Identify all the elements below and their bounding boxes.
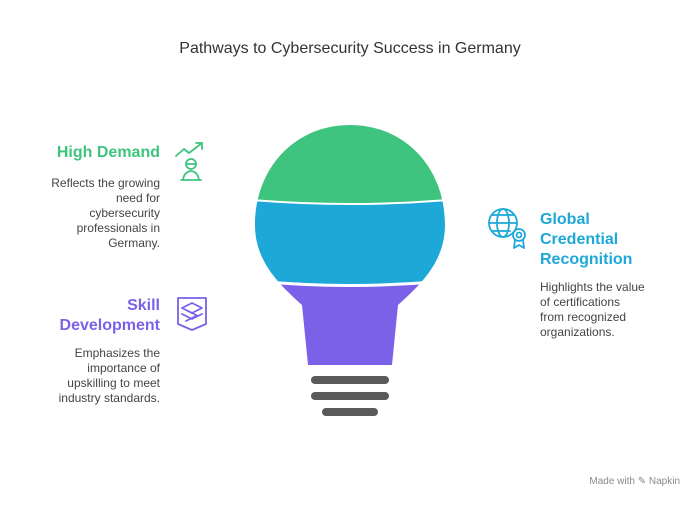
high-demand-description: Reflects the growing need for cybersecur… [20, 176, 160, 251]
global-credential-description: Highlights the value of certifications f… [540, 280, 690, 340]
skill-development-description: Emphasizes the importance of upskilling … [20, 346, 160, 406]
diagram-title: Pathways to Cybersecurity Success in Ger… [179, 40, 521, 57]
desc-line: organizations. [540, 325, 615, 339]
desc-line: industry standards. [58, 391, 160, 405]
bulb-base-ring [311, 392, 389, 400]
globe-badge-icon [488, 208, 526, 249]
global-credential-heading: Global Credential Recognition [540, 210, 680, 270]
heading-line: Global [540, 211, 590, 228]
desc-line: from recognized [540, 310, 627, 324]
growth-person-icon [175, 142, 203, 181]
desc-line: importance of [87, 361, 160, 375]
desc-line: cybersecurity [89, 206, 160, 220]
bulb-base-ring [311, 376, 389, 384]
lightbulb-diagram [255, 125, 445, 416]
bulb-base-ring [322, 408, 378, 416]
bulb-middle-segment [255, 200, 445, 284]
bulb-top-segment [255, 125, 445, 203]
desc-line: Emphasizes the [74, 346, 160, 360]
heading-line: Credential [540, 231, 619, 248]
desc-line: Germany. [108, 236, 160, 250]
desc-line: upskilling to meet [67, 376, 160, 390]
desc-line: of certifications [540, 295, 621, 309]
desc-line: Reflects the growing [51, 176, 160, 190]
heading-line: Development [59, 317, 160, 334]
desc-line: need for [115, 191, 160, 205]
skill-development-heading: Skill Development [30, 296, 160, 336]
heading-line: Skill [127, 297, 160, 314]
desc-line: professionals in [76, 221, 160, 235]
desc-line: Highlights the value [540, 280, 645, 294]
bulb-bottom-segment [255, 281, 445, 365]
high-demand-heading: High Demand [56, 144, 160, 161]
heading-line: Recognition [540, 251, 633, 268]
layers-tools-icon [177, 297, 207, 331]
footer-watermark: Made with ✎ Napkin [589, 476, 680, 487]
